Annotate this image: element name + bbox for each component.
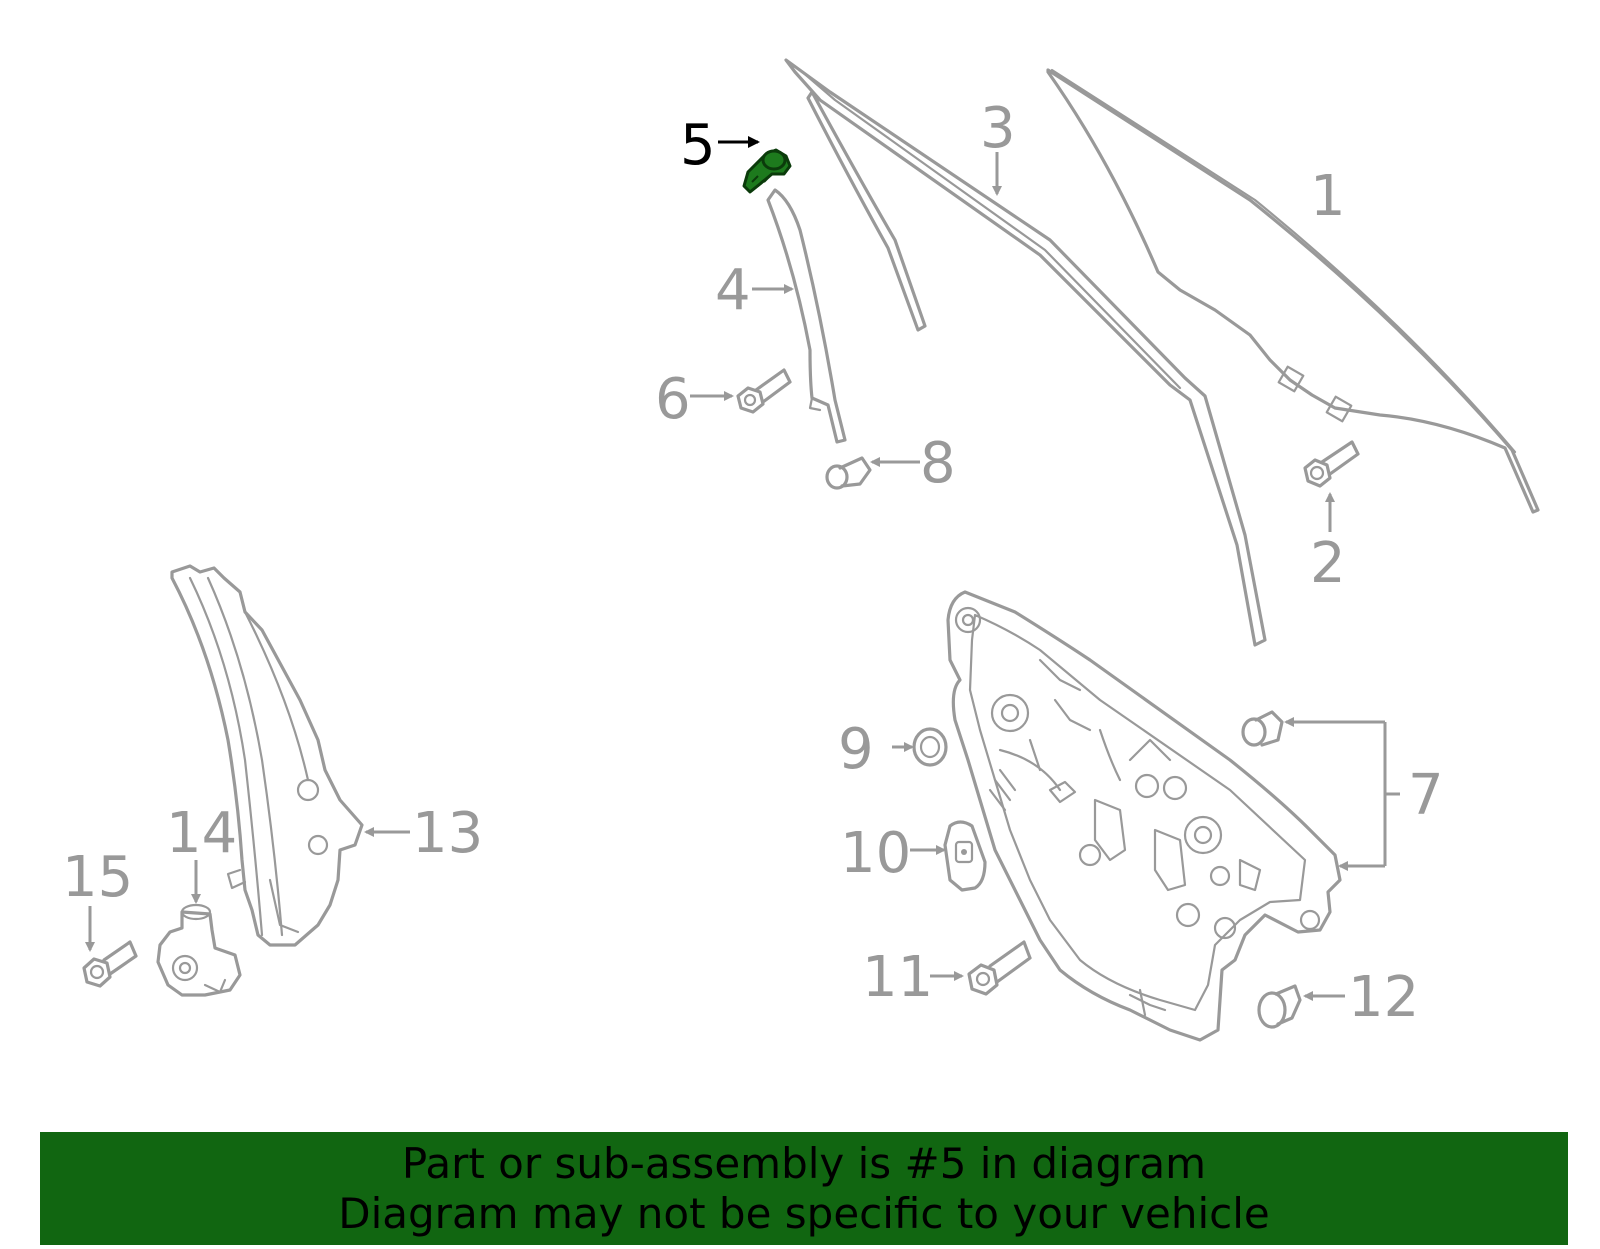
glass-bolt-part-2 <box>1303 440 1360 532</box>
bolt-part-6 <box>690 368 792 414</box>
callout-2: 2 <box>1310 531 1346 596</box>
callout-11: 11 <box>862 945 933 1010</box>
callout-4: 4 <box>715 258 751 323</box>
seal-pad-part-10 <box>910 820 987 892</box>
callout-13: 13 <box>412 801 483 866</box>
callout-1: 1 <box>1310 164 1346 229</box>
callout-8: 8 <box>920 431 956 496</box>
callout-5: 5 <box>680 113 716 178</box>
callout-14: 14 <box>166 801 237 866</box>
push-clip-part-12 <box>1257 984 1345 1029</box>
bolt-part-15 <box>82 906 138 988</box>
regulator-motor-part-14 <box>156 860 242 997</box>
callout-7: 7 <box>1408 763 1444 828</box>
callout-bracket-part-7 <box>1284 717 1400 871</box>
window-regulator-part-13 <box>170 564 410 947</box>
bolt-part-11 <box>930 940 1032 996</box>
guide-channel-part-4 <box>752 188 847 444</box>
grommet-part-7 <box>1241 710 1284 747</box>
clip-part-8 <box>825 456 920 490</box>
callout-6: 6 <box>655 367 691 432</box>
banner-line-disclaimer: Diagram may not be specific to your vehi… <box>338 1188 1270 1238</box>
info-banner: Part or sub-assembly is #5 in diagram Di… <box>40 1132 1568 1245</box>
nut-part-9 <box>892 727 948 767</box>
callout-10: 10 <box>840 821 911 886</box>
callout-3: 3 <box>980 96 1016 161</box>
callout-15: 15 <box>62 845 133 910</box>
callout-9: 9 <box>838 717 874 782</box>
banner-line-part-number: Part or sub-assembly is #5 in diagram <box>401 1138 1207 1188</box>
callout-12: 12 <box>1348 965 1419 1030</box>
door-module-panel-part-7 <box>946 590 1342 1042</box>
screw-part-5-highlighted <box>718 136 792 194</box>
glass-run-channel-part-3 <box>784 58 1267 647</box>
door-glass-part-1 <box>1046 68 1540 514</box>
